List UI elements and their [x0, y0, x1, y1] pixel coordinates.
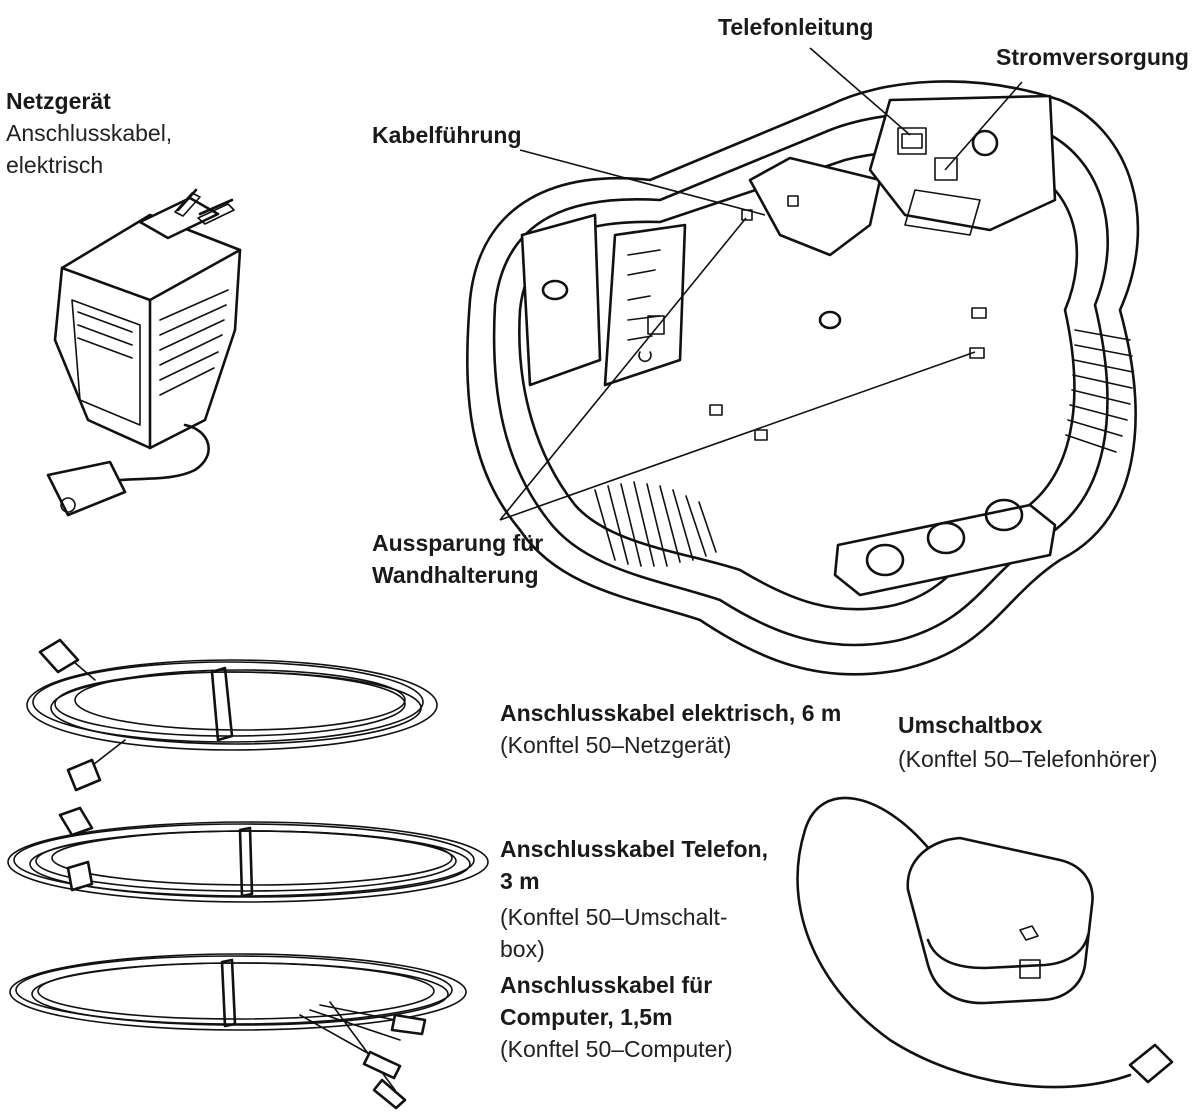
label-aussparung-line1: Aussparung für	[372, 530, 544, 556]
label-kabelfuehrung: Kabelführung	[372, 122, 522, 148]
conference-phone-drawing	[466, 80, 1140, 676]
cable-computer-desc: (Konftel 50–Computer)	[500, 1036, 733, 1062]
netzgeraet-desc-line1: Anschlusskabel,	[6, 120, 173, 146]
computer-cable-drawing	[9, 953, 467, 1110]
cable-phone-desc-line2: box)	[500, 936, 545, 962]
power-adapter-drawing	[46, 188, 242, 517]
netzgeraet-desc-line2: elektrisch	[6, 152, 104, 178]
label-telefonleitung: Telefonleitung	[718, 14, 874, 40]
switch-box-drawing	[796, 796, 1174, 1089]
cable-computer-title-line2: Computer, 1,5m	[500, 1004, 673, 1030]
phone-cable-drawing	[7, 806, 489, 903]
cable-power-desc: (Konftel 50–Netzgerät)	[500, 732, 732, 758]
cable-phone-title-line2: 3 m	[500, 868, 540, 894]
cable-power-title: Anschlusskabel elektrisch, 6 m	[500, 700, 842, 726]
umschaltbox-title: Umschaltbox	[898, 712, 1043, 738]
netzgeraet-title: Netzgerät	[6, 88, 111, 114]
leader-lines	[499, 47, 1023, 521]
cable-phone-desc-line1: (Konftel 50–Umschalt-	[500, 904, 728, 930]
power-cable-drawing	[26, 638, 438, 792]
cable-phone-title-line1: Anschlusskabel Telefon,	[500, 836, 768, 862]
umschaltbox-desc: (Konftel 50–Telefonhörer)	[898, 746, 1158, 772]
label-aussparung-line2: Wandhalterung	[372, 562, 539, 588]
label-stromversorgung: Stromversorgung	[996, 44, 1189, 70]
cable-computer-title-line1: Anschlusskabel für	[500, 972, 713, 998]
